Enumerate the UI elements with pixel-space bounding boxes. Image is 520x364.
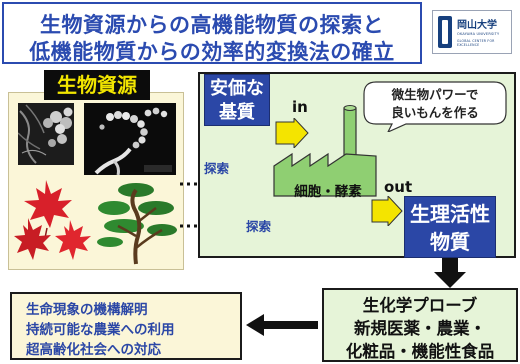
- logo-name-en: OKAYAMA UNIVERSITY: [457, 32, 500, 36]
- title-line-2: 低機能物質からの効率的変換法の確立: [29, 40, 395, 64]
- left-arrow-icon: [246, 314, 318, 336]
- speech-bubble-shape: [363, 81, 507, 132]
- hyphae-micrograph-image: [84, 103, 176, 175]
- search-label-1: 探索: [204, 161, 230, 176]
- application-line-3: 超高齢化社会への対応: [26, 342, 161, 358]
- application-line-2: 持続可能な農業への利用: [26, 322, 175, 338]
- pine-bonsai-image: [96, 178, 182, 270]
- speech-bubble-line-2: 良いもんを作る: [391, 105, 479, 120]
- down-arrow-icon: [434, 258, 466, 288]
- logo-sub-en: GLOBAL CENTER FOR EXCELLENCE: [457, 39, 495, 47]
- substrate-label-line-2: 基質: [219, 102, 255, 123]
- speech-bubble-line-1: 微生物パワーで: [391, 87, 479, 102]
- product-label-line-2: 物質: [430, 230, 470, 254]
- product-label: 生理活性 物質: [404, 196, 496, 258]
- factory-icon: [273, 105, 377, 197]
- product-use-line-3: 化粧品・機能性食品: [345, 342, 495, 361]
- title-box: 生物資源からの高機能物質の探索と 低機能物質からの効率的変換法の確立: [2, 2, 422, 64]
- substrate-label: 安価な 基質: [204, 74, 270, 126]
- product-label-line-1: 生理活性: [410, 202, 490, 226]
- input-arrow-icon: [275, 118, 309, 148]
- spore-micrograph-image: [18, 103, 74, 165]
- university-logo: 岡山大学 OKAYAMA UNIVERSITY GLOBAL CENTER FO…: [432, 10, 512, 54]
- product-use-line-1: 生化学プローブ: [362, 296, 478, 315]
- output-arrow-icon: [371, 196, 403, 226]
- factory-label: 細胞・酵素: [294, 184, 362, 200]
- application-line-1: 生命現象の機構解明: [26, 302, 148, 318]
- logo-mark-icon: [438, 16, 452, 48]
- product-use-line-2: 新規医薬・農業・: [354, 319, 486, 338]
- speech-bubble: 微生物パワーで 良いもんを作る: [364, 82, 506, 122]
- search-label-2: 探索: [246, 219, 272, 234]
- in-label: in: [292, 98, 308, 116]
- applications-box: 生命現象の機構解明 持続可能な農業への利用 超高齢化社会への対応: [10, 292, 242, 360]
- substrate-label-line-1: 安価な: [210, 78, 264, 99]
- red-maple-leaves-image: [14, 176, 92, 272]
- products-box: 生化学プローブ 新規医薬・農業・ 化粧品・機能性食品: [322, 288, 518, 362]
- title-line-1: 生物資源からの高機能物質の探索と: [40, 13, 384, 37]
- out-label: out: [384, 178, 413, 196]
- logo-name-jp: 岡山大学: [457, 20, 497, 31]
- bio-resources-header: 生物資源: [44, 70, 150, 100]
